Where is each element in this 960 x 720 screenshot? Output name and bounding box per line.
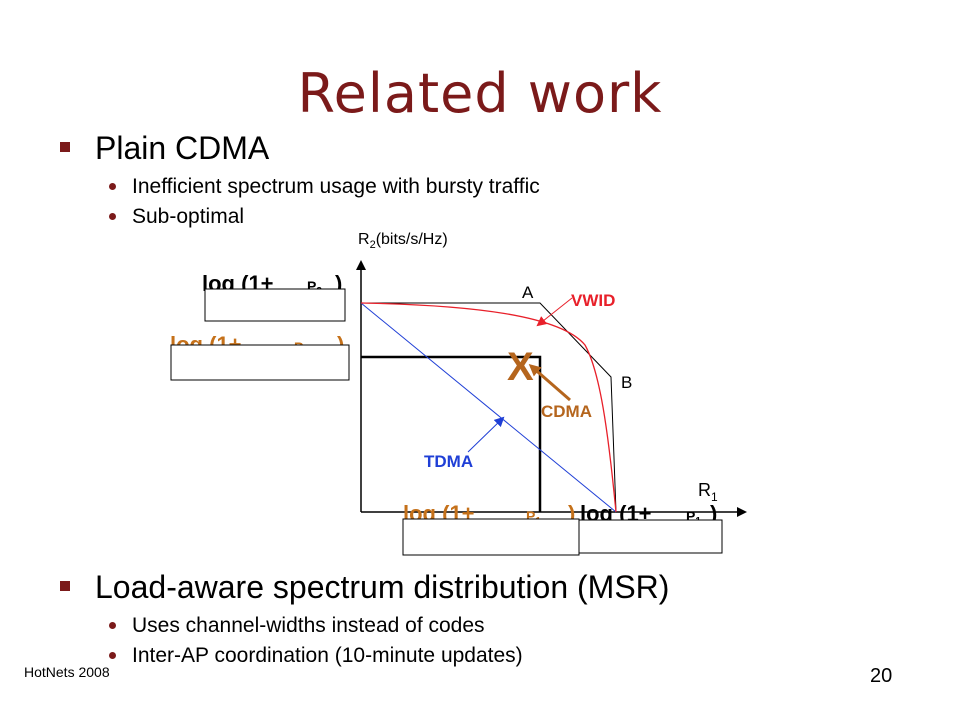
- sub-bullet-suboptimal: Sub-optimal: [109, 205, 245, 229]
- vwid-label: VWID: [571, 291, 615, 310]
- sub-bullet-channel-widths: Uses channel-widths instead of codes: [109, 614, 485, 638]
- dot-bullet-icon: [109, 622, 116, 629]
- point-b-label: B: [621, 373, 632, 392]
- tdma-label: TDMA: [424, 452, 473, 471]
- capacity-region-outline: [361, 302, 617, 513]
- sub-bullet-text: Inefficient spectrum usage with bursty t…: [132, 175, 540, 198]
- footer-conference: HotNets 2008: [24, 664, 110, 680]
- point-a-label: A: [522, 283, 534, 302]
- square-bullet-icon: [60, 142, 70, 152]
- bullet-text: Load-aware spectrum distribution (MSR): [95, 569, 670, 605]
- sub-bullet-inter-ap: Inter-AP coordination (10-minute updates…: [109, 644, 523, 668]
- svg-text:): ): [335, 271, 342, 296]
- sub-bullet-text: Sub-optimal: [132, 205, 245, 228]
- dot-bullet-icon: [109, 652, 116, 659]
- point-x-label: X: [507, 345, 534, 389]
- tdma-arrow: [467, 416, 505, 453]
- bullet-load-aware: Load-aware spectrum distribution (MSR): [60, 569, 670, 606]
- formula-y-max: log (1+ P2 ): [202, 271, 346, 322]
- x-axis-label: R1: [698, 480, 718, 504]
- vwid-arrow: [536, 297, 573, 327]
- formula-x-max: log (1+ P1 ): [578, 501, 723, 554]
- cdma-arrow: [528, 364, 571, 402]
- tdma-line: [360, 302, 617, 513]
- svg-text:): ): [710, 501, 717, 526]
- sub-bullet-inefficient: Inefficient spectrum usage with bursty t…: [109, 175, 540, 199]
- bullet-text: Plain CDMA: [95, 130, 270, 166]
- formula-x-cdma: log (1+ P1 ): [402, 501, 580, 556]
- formula-y-cdma: log (1+ P2 ): [170, 332, 350, 381]
- slide-title: Related work: [297, 62, 663, 125]
- slide-number: 20: [870, 665, 893, 687]
- sub-bullet-text: Inter-AP coordination (10-minute updates…: [132, 644, 523, 667]
- dot-bullet-icon: [109, 183, 116, 190]
- svg-text:): ): [568, 501, 575, 526]
- square-bullet-icon: [60, 581, 70, 591]
- y-axis-label: R2(bits/s/Hz): [358, 231, 448, 251]
- cdma-label: CDMA: [541, 402, 592, 421]
- sub-bullet-text: Uses channel-widths instead of codes: [132, 614, 485, 637]
- bullet-plain-cdma: Plain CDMA: [60, 130, 270, 167]
- dot-bullet-icon: [109, 213, 116, 220]
- cdma-rate-rectangle: [361, 355, 542, 512]
- vwid-curve: [360, 302, 617, 513]
